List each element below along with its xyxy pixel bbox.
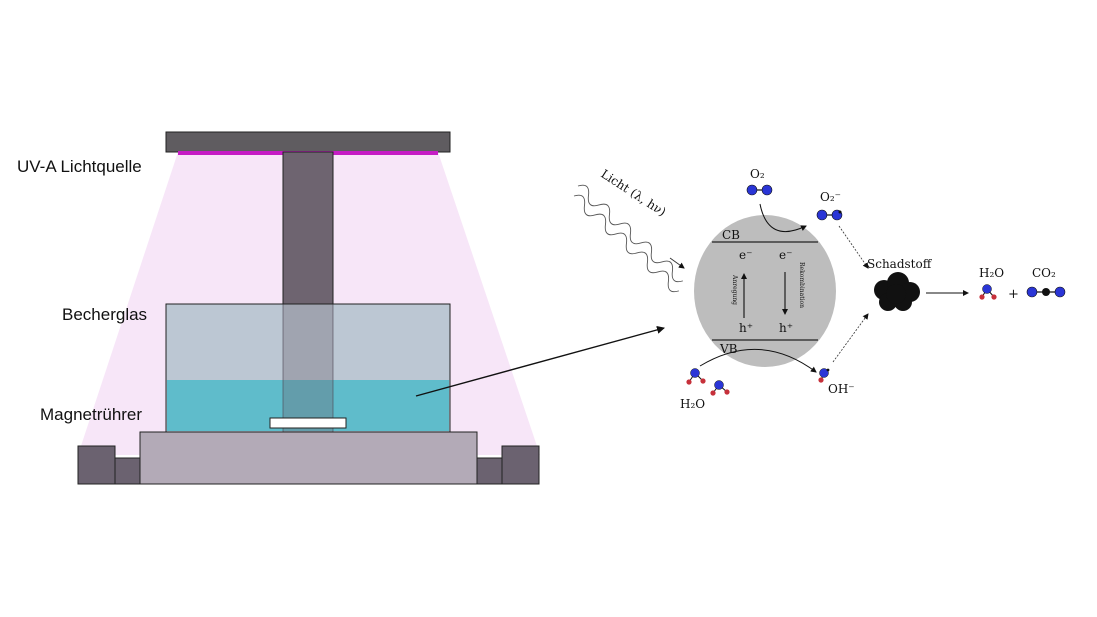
hydroxyl-molecule	[818, 368, 830, 383]
electron-transfer-curve	[759, 203, 807, 233]
light-source-label: UV-A Lichtquelle	[17, 157, 142, 176]
lamp-housing	[165, 131, 451, 153]
zoom-arrow	[415, 325, 665, 397]
oxygen-molecule	[746, 184, 773, 196]
product-water-molecule	[979, 284, 997, 300]
recombination-label: Rekombination	[798, 262, 805, 308]
electron-label-right: e⁻	[779, 248, 792, 262]
beaker	[165, 303, 451, 433]
superoxide-label: O₂⁻	[820, 190, 841, 204]
pollutant-cloud-icon	[874, 272, 920, 311]
vb-label: VB	[719, 342, 738, 356]
product-co2-molecule	[1026, 286, 1066, 298]
pole-in-beaker	[282, 303, 334, 433]
hole-label-left: h⁺	[739, 321, 753, 335]
superoxide-molecule	[816, 209, 843, 221]
hydroxyl-label: OH⁻	[828, 382, 855, 396]
hole-label-right: h⁺	[779, 321, 793, 335]
product-co2-label: CO₂	[1032, 266, 1056, 280]
electron-label-left: e⁻	[739, 248, 752, 262]
hydroxyl-to-pollutant-arrow	[832, 313, 869, 363]
light-wave-icon-2	[573, 194, 680, 293]
magnetic-stirrer	[77, 431, 540, 485]
superoxide-to-pollutant-arrow	[838, 225, 869, 269]
product-water-label: H₂O	[979, 266, 1004, 280]
stir-bar	[269, 417, 347, 429]
water-molecules	[686, 368, 730, 396]
beaker-label: Becherglas	[62, 305, 147, 324]
stirrer-label: Magnetrührer	[40, 405, 142, 424]
light-label: Licht (λ, hν)	[598, 167, 668, 219]
light-wave-icon	[577, 184, 684, 283]
light-arrow	[669, 257, 685, 269]
water-in-label: H₂O	[680, 397, 705, 411]
catalyst-particle	[694, 215, 836, 367]
plus-sign: +	[1008, 287, 1019, 302]
lamp-stand-pole	[282, 151, 334, 305]
pollutant-label: Schadstoff	[867, 257, 933, 271]
excitation-label: Anregung	[731, 274, 738, 305]
oxygen-label: O₂	[750, 167, 765, 181]
cb-label: CB	[722, 228, 740, 242]
hole-transfer-curve	[699, 349, 817, 373]
